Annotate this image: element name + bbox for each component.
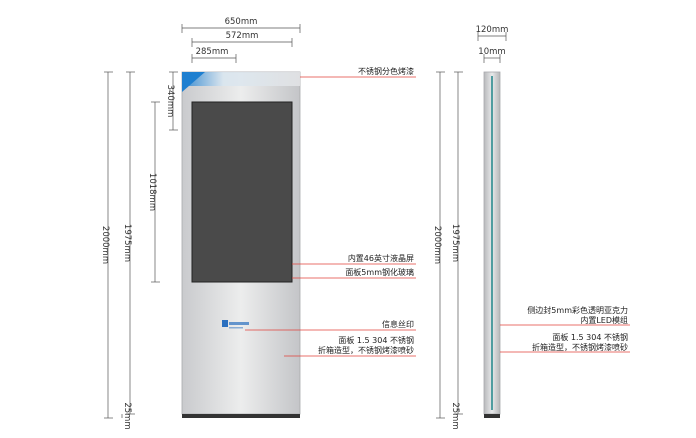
company-logo-icon [222,320,249,329]
dim-side-depth: 120mm [476,25,509,35]
callout-lcd: 内置46英寸液晶屏 [348,253,414,263]
dim-width-screen: 572mm [226,31,259,41]
dim-side-total-height: 2000mm [432,226,442,264]
front-screen [191,101,293,283]
side-base [484,414,500,418]
callout-panel-line2: 折箱造型，不锈钢烤漆喷砂 [318,345,414,355]
dim-side-body-height: 1975mm [450,224,460,262]
callout-side-panel-line1: 面板 1.5 304 不锈钢 [552,332,628,342]
front-top-blue-corner [182,72,205,92]
callout-lines [245,76,630,357]
dim-screen-height: 1018mm [147,173,157,211]
dim-top-height: 340mm [165,85,175,118]
callout-side-acrylic-line1: 侧边封5mm彩色透明亚克力 [527,305,628,315]
front-top-paint [182,72,300,86]
callout-silkscreen: 信息丝印 [382,319,414,329]
dim-width-logo: 285mm [196,47,229,57]
dim-total-height: 2000mm [100,226,110,264]
callout-glass: 面板5mm钢化玻璃 [345,267,414,277]
side-view [483,71,501,418]
dim-width-total: 650mm [225,17,258,27]
dim-base-height: 25mm [122,402,132,429]
dim-side-edge: 10mm [478,47,505,57]
callout-top-paint: 不锈钢分色烤漆 [358,66,414,76]
front-view [181,71,301,418]
dim-body-height: 1975mm [122,224,132,262]
dim-side-base-height: 25mm [450,402,460,429]
callout-panel-line1: 面板 1.5 304 不锈钢 [338,335,414,345]
front-base [182,414,300,418]
side-dimensions [436,32,507,419]
front-dimensions [104,24,301,419]
callout-side-panel-line2: 折箱造型，不锈钢烤漆喷砂 [532,342,628,352]
callout-side-acrylic-line2: 内置LED模组 [580,315,628,325]
